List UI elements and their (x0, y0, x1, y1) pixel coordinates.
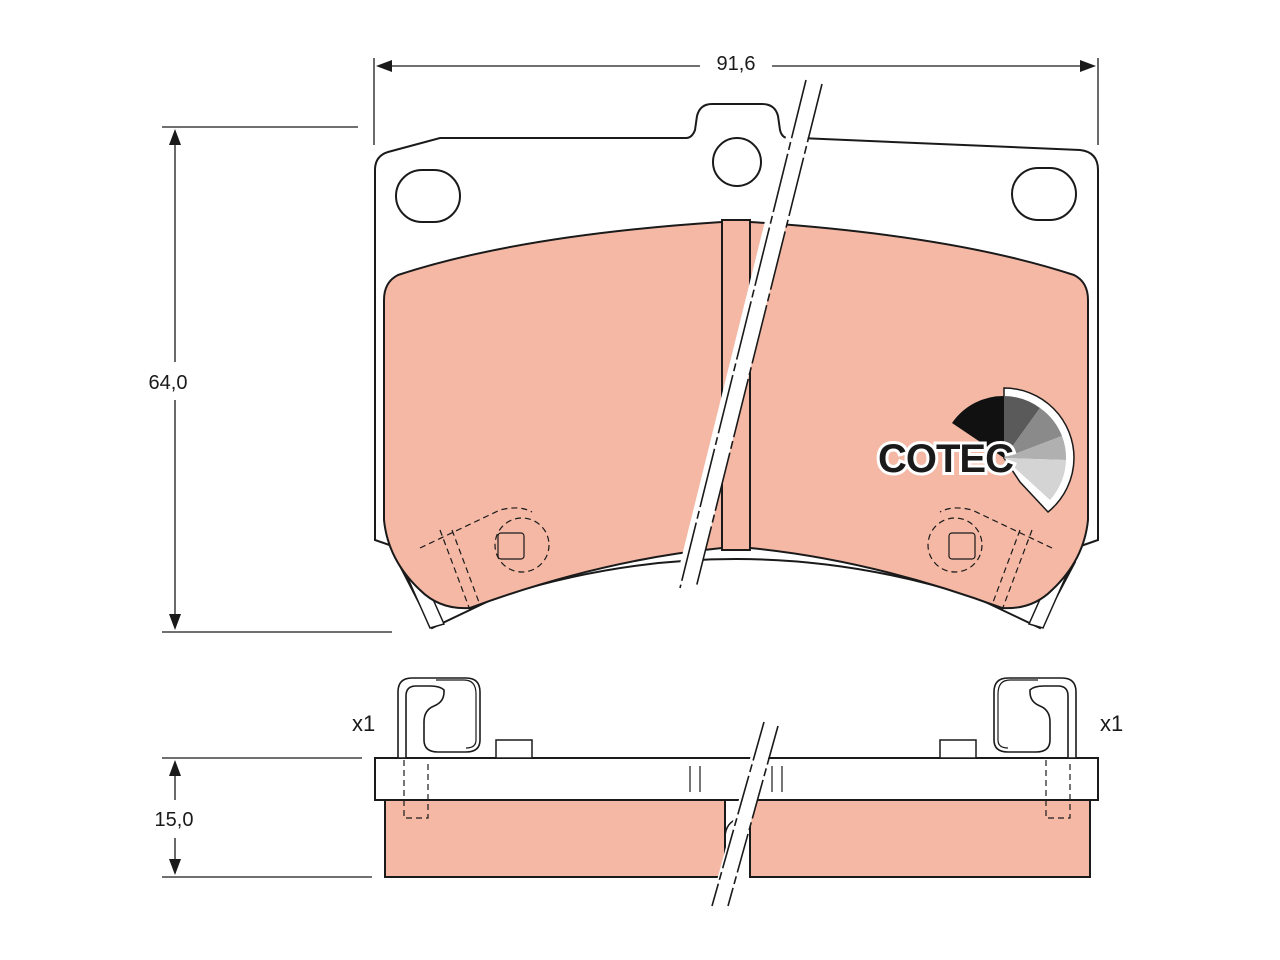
cotec-logo-text: COTEC (878, 437, 1013, 481)
left-mounting-hole (395, 169, 461, 223)
thickness-dimension (162, 757, 372, 878)
break-line-bottom (710, 721, 779, 907)
side-backing-plate (374, 757, 1099, 801)
left-clip-quantity: x1 (352, 711, 375, 736)
brake-pad-side-view (374, 677, 1099, 907)
hidden-lines (419, 507, 1053, 611)
cotec-logo: COTEC (875, 387, 1075, 514)
brake-pad-front-view (374, 79, 1099, 630)
center-mounting-hole (712, 137, 762, 187)
side-stud-right (939, 739, 977, 759)
side-stud-left (495, 739, 533, 759)
friction-material-right (749, 220, 1089, 610)
right-stud (948, 532, 976, 560)
height-dimension (162, 126, 392, 633)
left-stud (497, 532, 525, 560)
width-dimension (373, 58, 1099, 145)
right-mounting-hole (1011, 167, 1077, 221)
right-clip-quantity: x1 (1100, 711, 1123, 736)
side-friction-left (384, 799, 726, 878)
side-friction-right (749, 799, 1091, 878)
width-dimension-label: 91,6 (717, 53, 756, 75)
left-spring-clip (397, 677, 481, 759)
height-dimension-label: 64,0 (149, 372, 188, 394)
break-line-top (674, 79, 823, 589)
thickness-dimension-label: 15,0 (155, 809, 194, 831)
right-spring-clip (993, 677, 1077, 759)
friction-material-left (383, 220, 723, 610)
